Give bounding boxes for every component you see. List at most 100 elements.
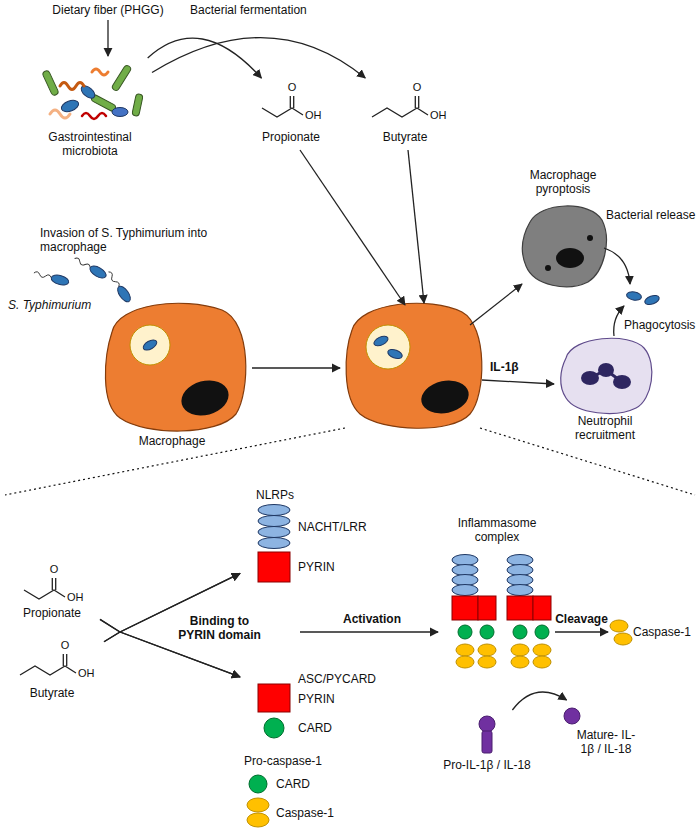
cytokine-illustration bbox=[479, 708, 580, 753]
nlrp-domains bbox=[258, 505, 290, 583]
nlrp-domains bbox=[258, 505, 290, 516]
inflammasome-illustration bbox=[478, 596, 496, 620]
macrophage-illustration bbox=[105, 303, 245, 431]
microbiota-illustration bbox=[92, 69, 108, 75]
annotation: Dietary fiber (PHGG) bbox=[52, 3, 163, 17]
infected-macrophage-illustration bbox=[346, 303, 482, 428]
molecule-bonds bbox=[66, 654, 67, 666]
molecule-bonds bbox=[415, 96, 416, 108]
cytokine-illustration bbox=[564, 708, 580, 724]
cytokine-illustration bbox=[482, 731, 492, 753]
microbiota-figure: Gastrointestinal microbiota bbox=[30, 58, 152, 162]
connector-arrow bbox=[148, 38, 262, 78]
node-title: Gastrointestinal microbiota bbox=[40, 130, 140, 159]
node-text: PYRIN bbox=[298, 692, 335, 706]
inflammasome-illustration bbox=[507, 555, 533, 566]
node-title: Macrophage bbox=[139, 434, 206, 448]
atom-label: O bbox=[61, 639, 70, 652]
annotation: Bacterial release bbox=[606, 208, 695, 222]
flow-arrows bbox=[470, 284, 522, 325]
inflammasome-illustration bbox=[507, 585, 533, 596]
microbiota-illustration bbox=[60, 83, 84, 90]
inflammasome-illustration bbox=[452, 596, 551, 620]
macrophage-illustration bbox=[142, 338, 159, 352]
annotation: Bacterial fermentation bbox=[190, 3, 307, 17]
infected-macrophage-illustration bbox=[418, 376, 472, 417]
inflammasome-illustration bbox=[511, 644, 529, 656]
infected-macrophage-illustration bbox=[346, 303, 482, 428]
node-text: CARD bbox=[298, 721, 332, 735]
atom-label: O bbox=[413, 81, 422, 94]
connector-arrow bbox=[512, 692, 566, 710]
molecule-bonds bbox=[293, 96, 294, 108]
flow-arrows bbox=[300, 631, 438, 632]
step-label: Activation bbox=[343, 612, 401, 626]
procaspase-domains bbox=[247, 813, 269, 827]
flow-arrows bbox=[252, 367, 340, 368]
node-title: Pro-IL-1β / IL-18 bbox=[443, 758, 531, 772]
atom-label: O bbox=[288, 81, 297, 94]
node-title: Mature- IL-1β / IL-18 bbox=[572, 728, 640, 757]
molecule-bonds bbox=[24, 590, 65, 599]
node-title: Propionate bbox=[23, 606, 81, 620]
nlrp-domains bbox=[258, 527, 290, 538]
asc-domains bbox=[258, 684, 290, 738]
infected-macrophage-illustration bbox=[366, 325, 410, 369]
inflammasome-illustration bbox=[535, 625, 549, 639]
pyroptotic-cell-illustration bbox=[644, 294, 661, 307]
atom-label: O bbox=[50, 563, 59, 576]
node-title: Neutrophil recruitment bbox=[565, 414, 645, 443]
pyroptotic-cell-illustration bbox=[587, 235, 593, 241]
atom-label: OH bbox=[78, 667, 95, 680]
inflammasome-illustration bbox=[456, 644, 551, 668]
node-text: CARD bbox=[276, 777, 310, 791]
inflammasome-illustration bbox=[456, 656, 474, 668]
neutrophil-cell: Neutrophil recruitment bbox=[555, 332, 655, 446]
node-title: Pro-caspase-1 bbox=[244, 754, 322, 768]
molecule-bonds bbox=[55, 578, 56, 590]
nlrp-protein: NLRPsNACHT/LRRPYRIN bbox=[240, 484, 385, 592]
neutrophil-illustration bbox=[598, 363, 614, 377]
inflammasome-illustration bbox=[452, 565, 478, 576]
inflammasome-illustration bbox=[452, 555, 551, 669]
macrophage-illustration bbox=[105, 303, 245, 431]
molecule-bonds bbox=[262, 108, 303, 117]
pyroptotic-cell-illustration bbox=[523, 206, 607, 287]
inflammasome-illustration bbox=[458, 625, 472, 639]
inflammasome-illustration bbox=[507, 596, 533, 620]
procaspase-protein: Pro-caspase-1CARD Caspase-1 bbox=[240, 751, 360, 834]
pyroptotic-cell-illustration bbox=[556, 248, 584, 268]
cytokine-figure: Mature- IL-1β / IL-18 bbox=[556, 700, 672, 760]
nlrp-domains bbox=[258, 538, 290, 549]
infected-macrophage-illustration bbox=[373, 334, 390, 348]
node-text: Caspase-1 bbox=[276, 806, 334, 820]
node-title: NLRPs bbox=[256, 488, 294, 502]
macrophage-illustration bbox=[177, 375, 232, 420]
atom-label: OH bbox=[430, 109, 447, 122]
inflammasome-illustration bbox=[513, 625, 527, 639]
connector-arrow bbox=[555, 631, 608, 632]
procaspase-domains bbox=[249, 775, 267, 793]
caspase-illustration bbox=[610, 620, 628, 632]
cytokine-figure: Pro-IL-1β / IL-18 bbox=[425, 710, 550, 776]
node-title: Butyrate bbox=[30, 686, 75, 700]
pyroptotic-macrophage: Macrophage pyroptosis bbox=[515, 164, 611, 288]
inflammasome-illustration bbox=[456, 644, 474, 656]
inflammasome-illustration bbox=[452, 555, 533, 596]
inflammasome-illustration bbox=[452, 596, 478, 620]
inflammasome-illustration bbox=[507, 565, 533, 576]
flow-arrows bbox=[482, 380, 554, 384]
inflammasome-illustration bbox=[533, 596, 551, 620]
neutrophil-illustration bbox=[581, 371, 599, 385]
macrophage-illustration bbox=[130, 325, 170, 365]
inflammasome-illustration bbox=[452, 575, 478, 586]
microbiota-illustration bbox=[42, 64, 143, 119]
caspase-figure: Caspase-1 bbox=[608, 612, 698, 652]
node-title: Macrophage pyroptosis bbox=[518, 168, 608, 197]
neutrophil-illustration bbox=[561, 338, 652, 413]
inflammasome-illustration bbox=[452, 585, 478, 596]
atom-label: OH bbox=[305, 109, 322, 122]
bacterium-label: S. Typhimurium bbox=[8, 298, 91, 312]
pyroptotic-cell-illustration bbox=[545, 265, 551, 271]
nlrp-domains bbox=[258, 516, 290, 527]
